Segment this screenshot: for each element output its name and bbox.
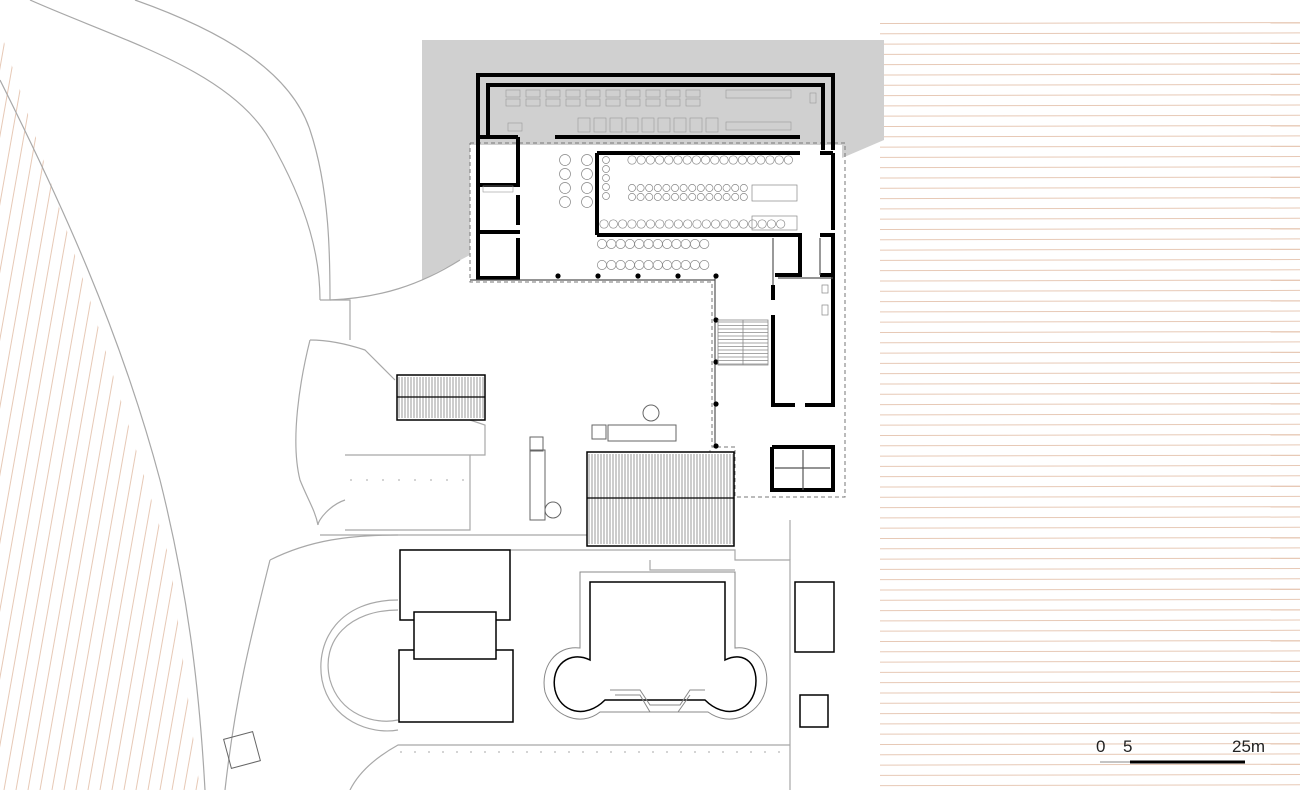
- scale-label-end: 25m: [1232, 737, 1265, 756]
- hall-furniture: [482, 89, 817, 193]
- terrace-building: [553, 581, 757, 713]
- site-mask: [300, 0, 1300, 790]
- columns: [555, 273, 719, 449]
- scale-label-zero: 0: [1096, 737, 1105, 756]
- stairs: [717, 319, 769, 366]
- site-mask-left: [0, 0, 300, 790]
- terrace-outline: [543, 571, 768, 720]
- embankment-shading: [422, 40, 884, 280]
- shed-roofs: [396, 374, 735, 547]
- roof-outline-dashed: [469, 142, 846, 498]
- barrels: [559, 154, 829, 316]
- thin-walls: [470, 238, 833, 490]
- scale-bar: 0 5 25m: [1096, 737, 1265, 764]
- scale-label-five: 5: [1123, 737, 1132, 756]
- main-building-walls: [476, 73, 835, 492]
- lower-buildings: [398, 549, 835, 728]
- site-objects: [223, 404, 677, 769]
- road-lines: [0, 0, 791, 790]
